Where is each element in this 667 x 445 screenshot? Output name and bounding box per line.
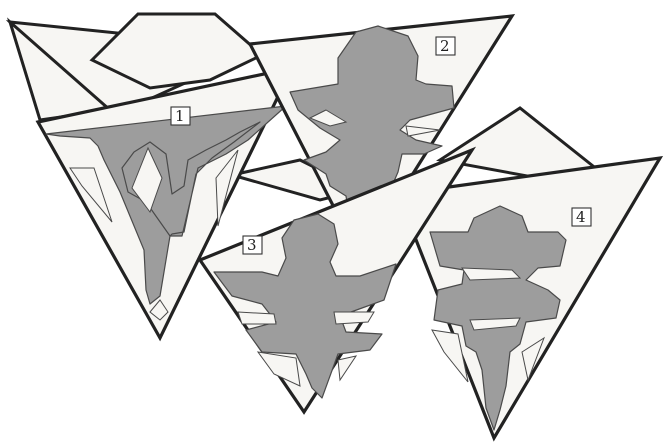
piece-3-bottom-right-cut [338, 356, 356, 380]
piece-1-label-group: 1 [171, 107, 190, 125]
piece-3-label: 3 [247, 236, 257, 254]
piece-3-right-slot [334, 312, 374, 324]
piece-4-label: 4 [576, 208, 586, 226]
piece-3-left-slot [238, 312, 276, 324]
piece-1-label: 1 [175, 107, 185, 125]
piece-4-upper-slot [462, 268, 520, 280]
piece-4-cut-shape [430, 206, 566, 430]
piece-2-label: 2 [440, 37, 450, 55]
